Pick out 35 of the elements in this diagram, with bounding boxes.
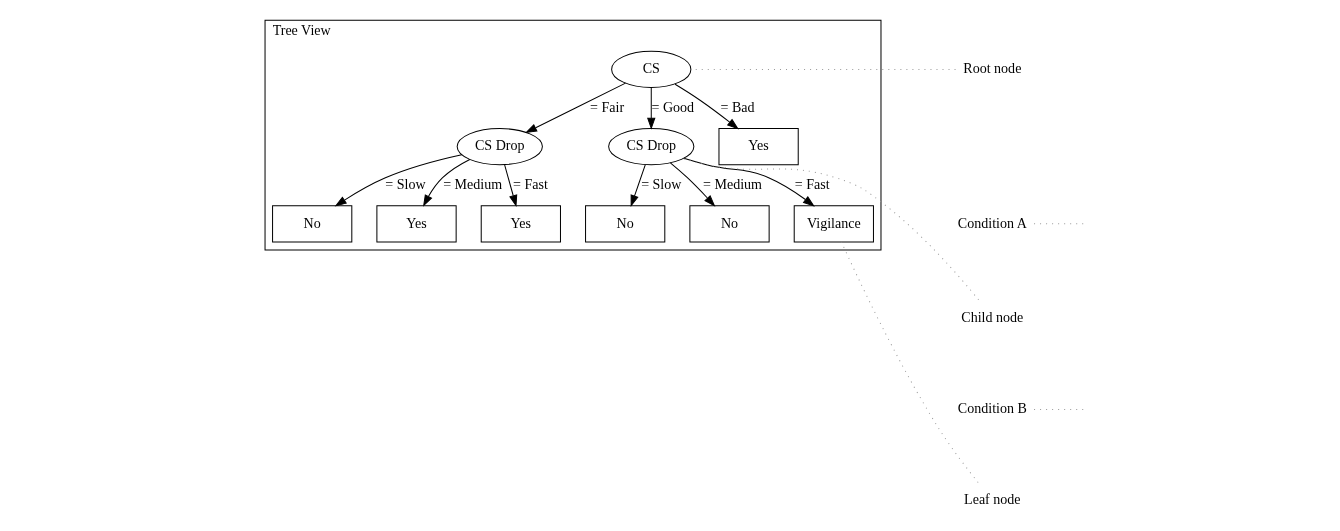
node-box: Yes	[375, 205, 457, 243]
connector	[682, 158, 979, 301]
node-box: Vigilance	[793, 205, 874, 243]
edge-label: = Bad	[720, 98, 755, 115]
node-text: Child node	[960, 308, 1023, 325]
node-box: No	[688, 205, 770, 243]
node-box: No	[271, 205, 352, 243]
node-ellipse: CS Drop	[607, 128, 694, 166]
edge-label: = Slow	[384, 175, 426, 192]
node-box: No	[584, 205, 665, 243]
arrow	[674, 83, 738, 130]
connector	[840, 241, 979, 483]
node-text: Condition B	[957, 400, 1027, 417]
node-text: Condition A	[957, 214, 1027, 231]
node-text: Leaf node	[963, 491, 1021, 508]
arrow	[503, 164, 517, 207]
arrow	[525, 82, 626, 133]
node-box: Yes	[480, 205, 561, 243]
arrow	[682, 157, 814, 207]
arrow	[646, 86, 655, 129]
edge-label: = Medium	[442, 175, 502, 192]
node-ellipse: CS Drop	[456, 128, 543, 166]
arrow	[422, 158, 470, 206]
edge-label: = Fast	[512, 175, 548, 192]
node-text: Root node	[962, 60, 1021, 77]
arrow	[630, 164, 646, 207]
edge-label: = Good	[651, 98, 694, 115]
node-box: Yes	[717, 128, 799, 166]
edge-label: = Fast	[794, 175, 830, 192]
node-ellipse: CS	[610, 50, 691, 88]
arrow	[669, 162, 715, 207]
edge-label: = Fair	[589, 98, 624, 115]
arrow	[334, 154, 462, 207]
edge-label: = Medium	[702, 175, 762, 192]
edge-label: = Slow	[640, 175, 681, 192]
